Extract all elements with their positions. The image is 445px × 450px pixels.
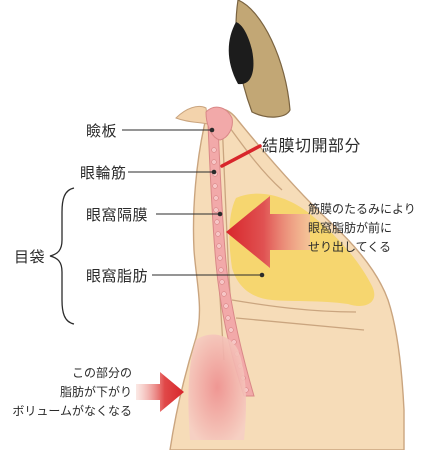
leader-lines [122,129,262,276]
note-line: 眼窩脂肪が前に [308,221,393,235]
label-eye-bag: 目袋 [14,248,46,266]
incision-line [220,144,262,168]
label-orbital-septum: 眼窩隔膜 [86,206,149,224]
orbicularis-strip [207,123,255,397]
label-incision: 結膜切開部分 [262,136,362,155]
cheek-fat-region [188,334,246,440]
label-orbital-fat: 眼窩脂肪 [86,267,149,285]
note-line: 脂肪が下がり [59,385,132,399]
note-line: せり出してくる [308,240,392,254]
note-line: この部分の [71,366,132,380]
note-line: ボリュームがなくなる [12,404,132,418]
label-tarsal-plate: 瞼板 [86,122,118,140]
label-orbicularis: 眼輪筋 [80,164,127,182]
eye-bag-brace [49,187,75,325]
volume-loss-arrow [136,372,184,412]
pupil [228,22,254,85]
fat-bulge-arrow [226,196,310,268]
note-fat-bulge: 筋膜のたるみにより 眼窩脂肪が前に せり出してくる [308,200,416,257]
eyeball [228,0,291,118]
note-volume-loss: この部分の 脂肪が下がり ボリュームがなくなる [6,364,132,421]
note-line: 筋膜のたるみにより [308,202,416,216]
